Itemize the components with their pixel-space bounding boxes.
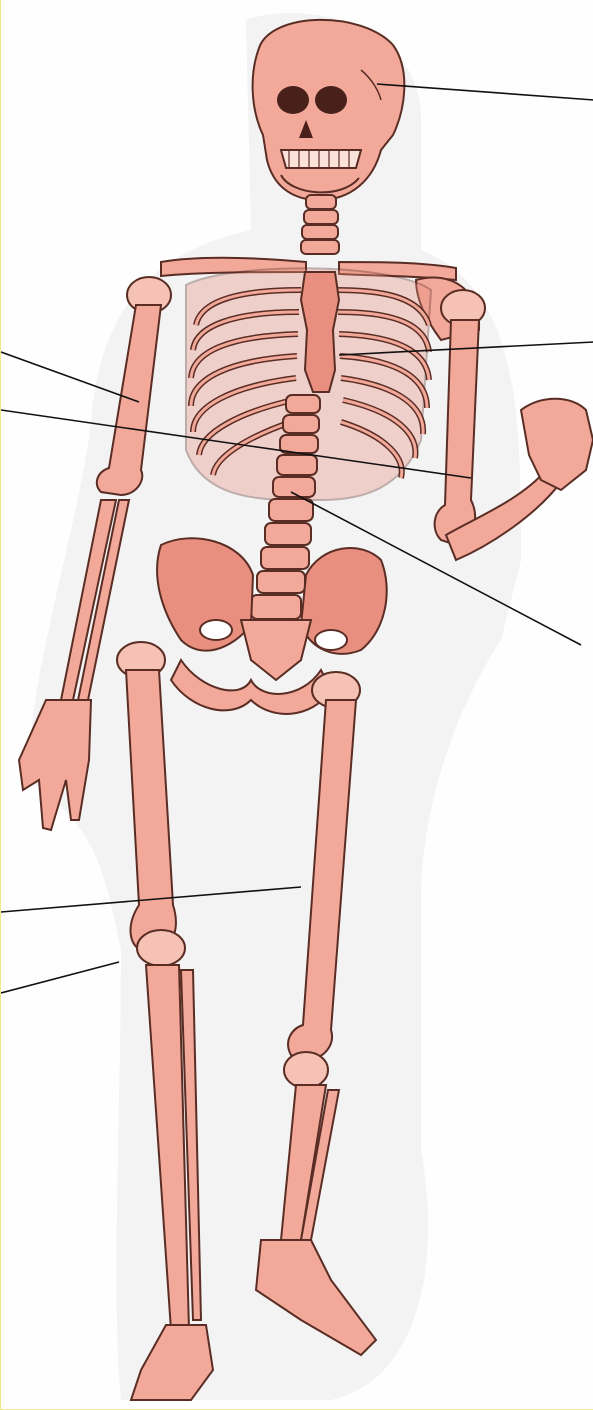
cervical-spine — [301, 195, 339, 254]
eye-socket-left — [277, 86, 309, 114]
patella — [137, 930, 185, 966]
sternum — [301, 272, 339, 392]
hand-right — [521, 399, 593, 490]
hand-left — [19, 700, 91, 830]
eye-socket-right — [315, 86, 347, 114]
leader-line-patella — [1, 962, 119, 993]
